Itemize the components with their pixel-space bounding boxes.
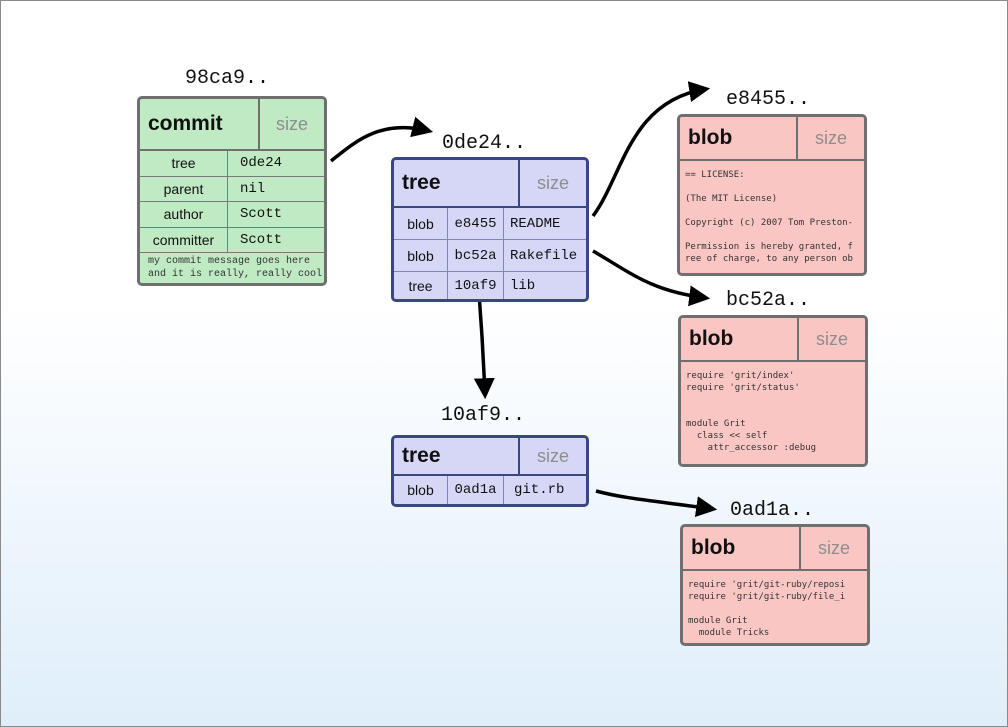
- commit-field-row: parent nil: [140, 176, 324, 202]
- entry-sha: bc52a: [447, 240, 503, 271]
- arrow-gitrb-to-blob: [595, 489, 718, 518]
- lib-tree-hash: 10af9..: [441, 404, 526, 427]
- commit-hash: 98ca9..: [185, 67, 270, 90]
- entry-mode: blob: [407, 215, 434, 232]
- readme-blob-hash: e8455..: [726, 88, 811, 111]
- object-type-label: tree: [402, 444, 441, 467]
- blob-header: blob size: [683, 527, 867, 571]
- field-key: author: [163, 206, 204, 223]
- blob-content: == LICENSE: (The MIT License) Copyright …: [685, 170, 853, 264]
- blob-header: blob size: [681, 318, 865, 362]
- object-type-label: blob: [691, 536, 736, 559]
- entry-name: git.rb: [503, 476, 586, 504]
- tree-entry-row: blob e8455 README: [394, 208, 586, 240]
- entry-name: Rakefile: [503, 240, 586, 271]
- entry-mode: blob: [407, 482, 434, 498]
- commit-header: commit size: [140, 99, 324, 151]
- entry-sha: e8455: [447, 208, 503, 239]
- tree-header: tree size: [394, 160, 586, 208]
- object-size-label: size: [518, 160, 586, 206]
- entry-sha: 0ad1a: [447, 476, 503, 504]
- object-size-label: size: [797, 318, 865, 360]
- blob-content: require 'grit/index' require 'grit/statu…: [686, 371, 817, 453]
- lib-tree-object: tree size blob 0ad1a git.rb: [391, 435, 589, 507]
- field-key: committer: [152, 231, 215, 248]
- commit-object: commit size tree 0de24 parent nil author…: [137, 96, 327, 286]
- object-type-label: blob: [688, 126, 733, 149]
- field-value: Scott: [227, 227, 324, 252]
- arrow-readme-to-blob: [591, 81, 711, 218]
- gitrb-blob-hash: 0ad1a..: [730, 499, 815, 522]
- tree-entry-row: blob 0ad1a git.rb: [394, 476, 586, 504]
- entry-mode: blob: [407, 247, 434, 264]
- commit-field-row: committer Scott: [140, 227, 324, 253]
- entry-name: lib: [503, 272, 586, 299]
- object-size-label: size: [799, 527, 867, 569]
- arrow-commit-to-tree: [329, 116, 434, 163]
- arrow-lib-to-tree: [473, 292, 495, 400]
- object-type-label: tree: [402, 171, 441, 194]
- blob-header: blob size: [680, 117, 864, 161]
- blob-content: require 'grit/git-ruby/reposi require 'g…: [688, 580, 846, 638]
- gitrb-blob-object: blob size require 'grit/git-ruby/reposi …: [680, 524, 870, 646]
- field-value: 0de24: [227, 151, 324, 176]
- commit-message: my commit message goes here and it is re…: [148, 256, 323, 280]
- commit-field-row: tree 0de24: [140, 151, 324, 177]
- readme-blob-object: blob size == LICENSE: (The MIT License) …: [677, 114, 867, 276]
- rakefile-blob-hash: bc52a..: [726, 289, 811, 312]
- rakefile-blob-object: blob size require 'grit/index' require '…: [678, 315, 868, 467]
- arrow-rakefile-to-blob: [592, 249, 711, 307]
- object-type-label: commit: [148, 112, 223, 135]
- object-size-label: size: [258, 99, 324, 149]
- entry-sha: 10af9: [447, 272, 503, 299]
- root-tree-object: tree size blob e8455 README blob bc52a R…: [391, 157, 589, 302]
- root-tree-hash: 0de24..: [442, 132, 527, 155]
- object-size-label: size: [518, 438, 586, 474]
- field-key: tree: [171, 155, 196, 172]
- tree-header: tree size: [394, 438, 586, 476]
- field-key: parent: [163, 180, 204, 197]
- object-size-label: size: [796, 117, 864, 159]
- field-value: nil: [227, 176, 324, 201]
- object-type-label: blob: [689, 327, 734, 350]
- commit-field-row: author Scott: [140, 202, 324, 228]
- tree-entry-row: blob bc52a Rakefile: [394, 240, 586, 272]
- tree-entry-row: tree 10af9 lib: [394, 272, 586, 299]
- entry-mode: tree: [408, 277, 433, 294]
- entry-name: README: [503, 208, 586, 239]
- field-value: Scott: [227, 202, 324, 227]
